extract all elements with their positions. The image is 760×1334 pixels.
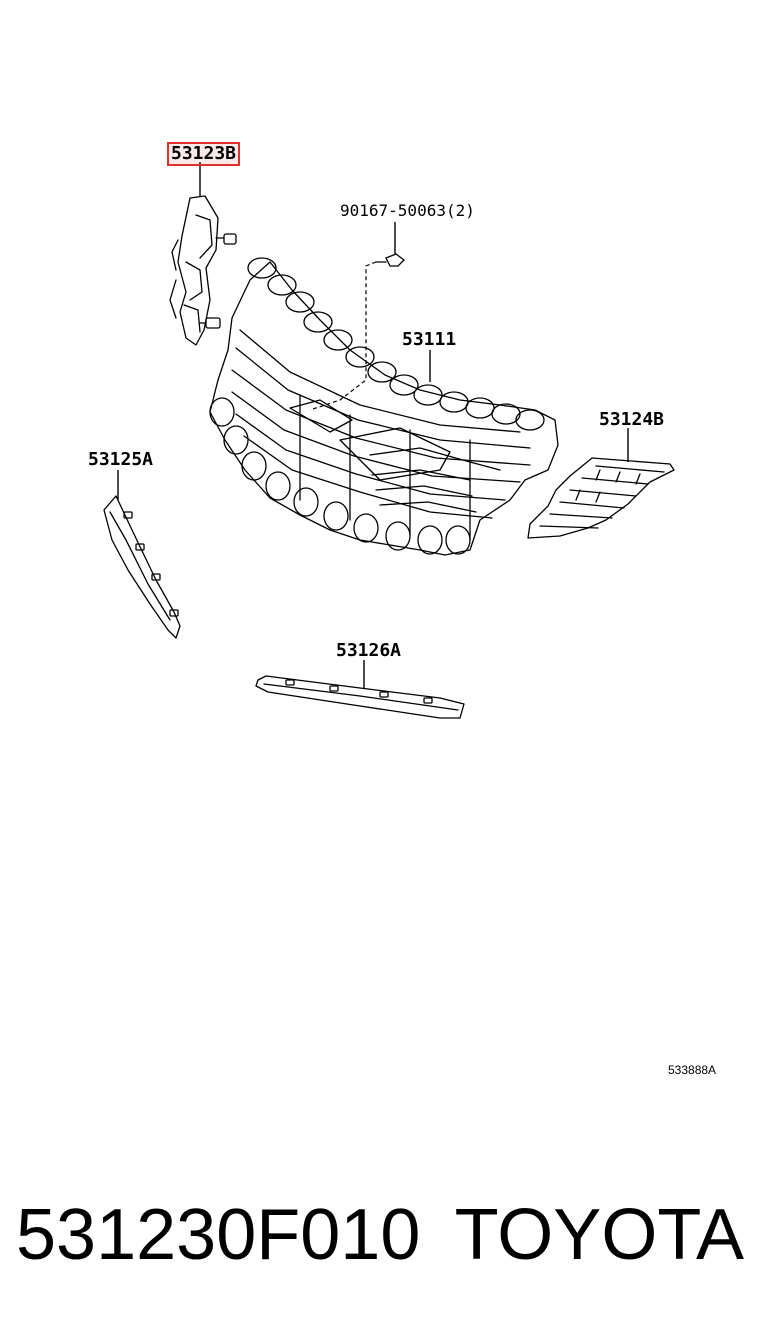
grille-molding-53125a[interactable] bbox=[103, 495, 181, 639]
callout-53124b[interactable]: 53124B bbox=[599, 409, 665, 430]
parts-diagram bbox=[103, 162, 675, 719]
grille-molding-53126a[interactable] bbox=[255, 675, 465, 719]
clip-90167-50063[interactable] bbox=[375, 253, 405, 267]
callout-53123b[interactable]: 53123B bbox=[166, 142, 241, 166]
callout-90167-50063[interactable]: 90167-50063(2) bbox=[340, 201, 475, 220]
part-number: 531230F010 bbox=[16, 1195, 421, 1275]
radiator-grille-53111[interactable] bbox=[209, 257, 559, 556]
grille-cover-53124b[interactable] bbox=[527, 457, 675, 539]
callout-53111[interactable]: 53111 bbox=[402, 329, 457, 350]
footer-caption: 531230F010 TOYOTA bbox=[0, 1180, 760, 1290]
bracket-53123b[interactable] bbox=[169, 195, 237, 346]
diagram-reference-code: 533888A bbox=[668, 1063, 717, 1077]
brand-name: TOYOTA bbox=[454, 1195, 744, 1275]
callout-53126a[interactable]: 53126A bbox=[336, 640, 402, 661]
callout-53125a[interactable]: 53125A bbox=[88, 449, 154, 470]
